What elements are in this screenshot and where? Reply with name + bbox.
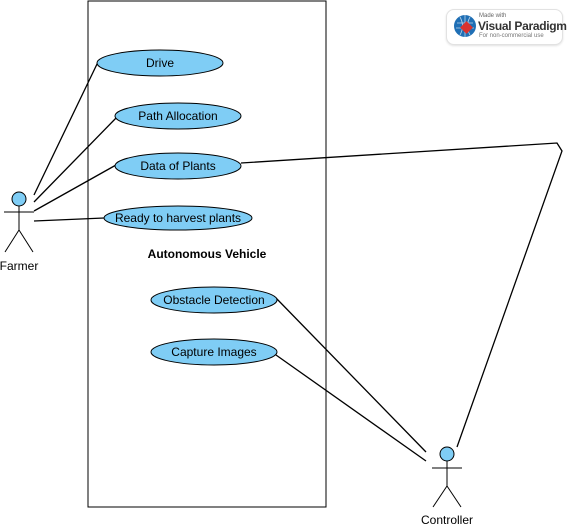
use-case-label: Drive: [146, 56, 174, 70]
association-farmer-drive[interactable]: [33, 61, 99, 196]
use-case-ready-to-harvest-plants[interactable]: Ready to harvest plants: [103, 205, 253, 231]
system-title: Autonomous Vehicle: [148, 247, 267, 261]
watermark-made-with: Made with: [479, 13, 507, 19]
use-case-path-allocation[interactable]: Path Allocation: [114, 102, 242, 130]
actor-head: [11, 191, 27, 207]
use-case-capture-images[interactable]: Capture Images: [150, 338, 278, 366]
use-case-label: Obstacle Detection: [163, 293, 264, 307]
use-case-obstacle-detection[interactable]: Obstacle Detection: [150, 286, 278, 314]
visual-paradigm-badge[interactable]: Made with Visual Paradigm For non-commer…: [446, 9, 567, 45]
association-farmer-path-allocation[interactable]: [33, 115, 119, 203]
actor-label-farmer: Farmer: [0, 259, 38, 273]
actor-head: [439, 446, 455, 462]
association-farmer-ready-to-harvest[interactable]: [33, 217, 105, 222]
association-controller-obstacle-detection[interactable]: [275, 297, 427, 453]
use-case-label: Path Allocation: [138, 109, 217, 123]
actor-farmer[interactable]: Farmer: [0, 191, 38, 273]
association-farmer-data-of-plants[interactable]: [33, 164, 117, 212]
actor-controller[interactable]: Controller: [421, 446, 473, 527]
system-boundary[interactable]: [87, 0, 327, 508]
actor-label-controller: Controller: [421, 513, 473, 527]
use-case-label: Data of Plants: [140, 159, 215, 173]
association-controller-data-of-plants[interactable]: [240, 142, 563, 448]
use-case-label: Capture Images: [171, 345, 256, 359]
use-case-data-of-plants[interactable]: Data of Plants: [114, 152, 242, 180]
use-case-drive[interactable]: Drive: [96, 49, 224, 77]
use-case-label: Ready to harvest plants: [115, 211, 241, 225]
visual-paradigm-logo-icon: [454, 15, 476, 37]
watermark-note: For non-commercial use: [479, 33, 544, 39]
watermark-brand: Visual Paradigm: [478, 19, 567, 33]
association-controller-capture-images[interactable]: [275, 354, 427, 462]
